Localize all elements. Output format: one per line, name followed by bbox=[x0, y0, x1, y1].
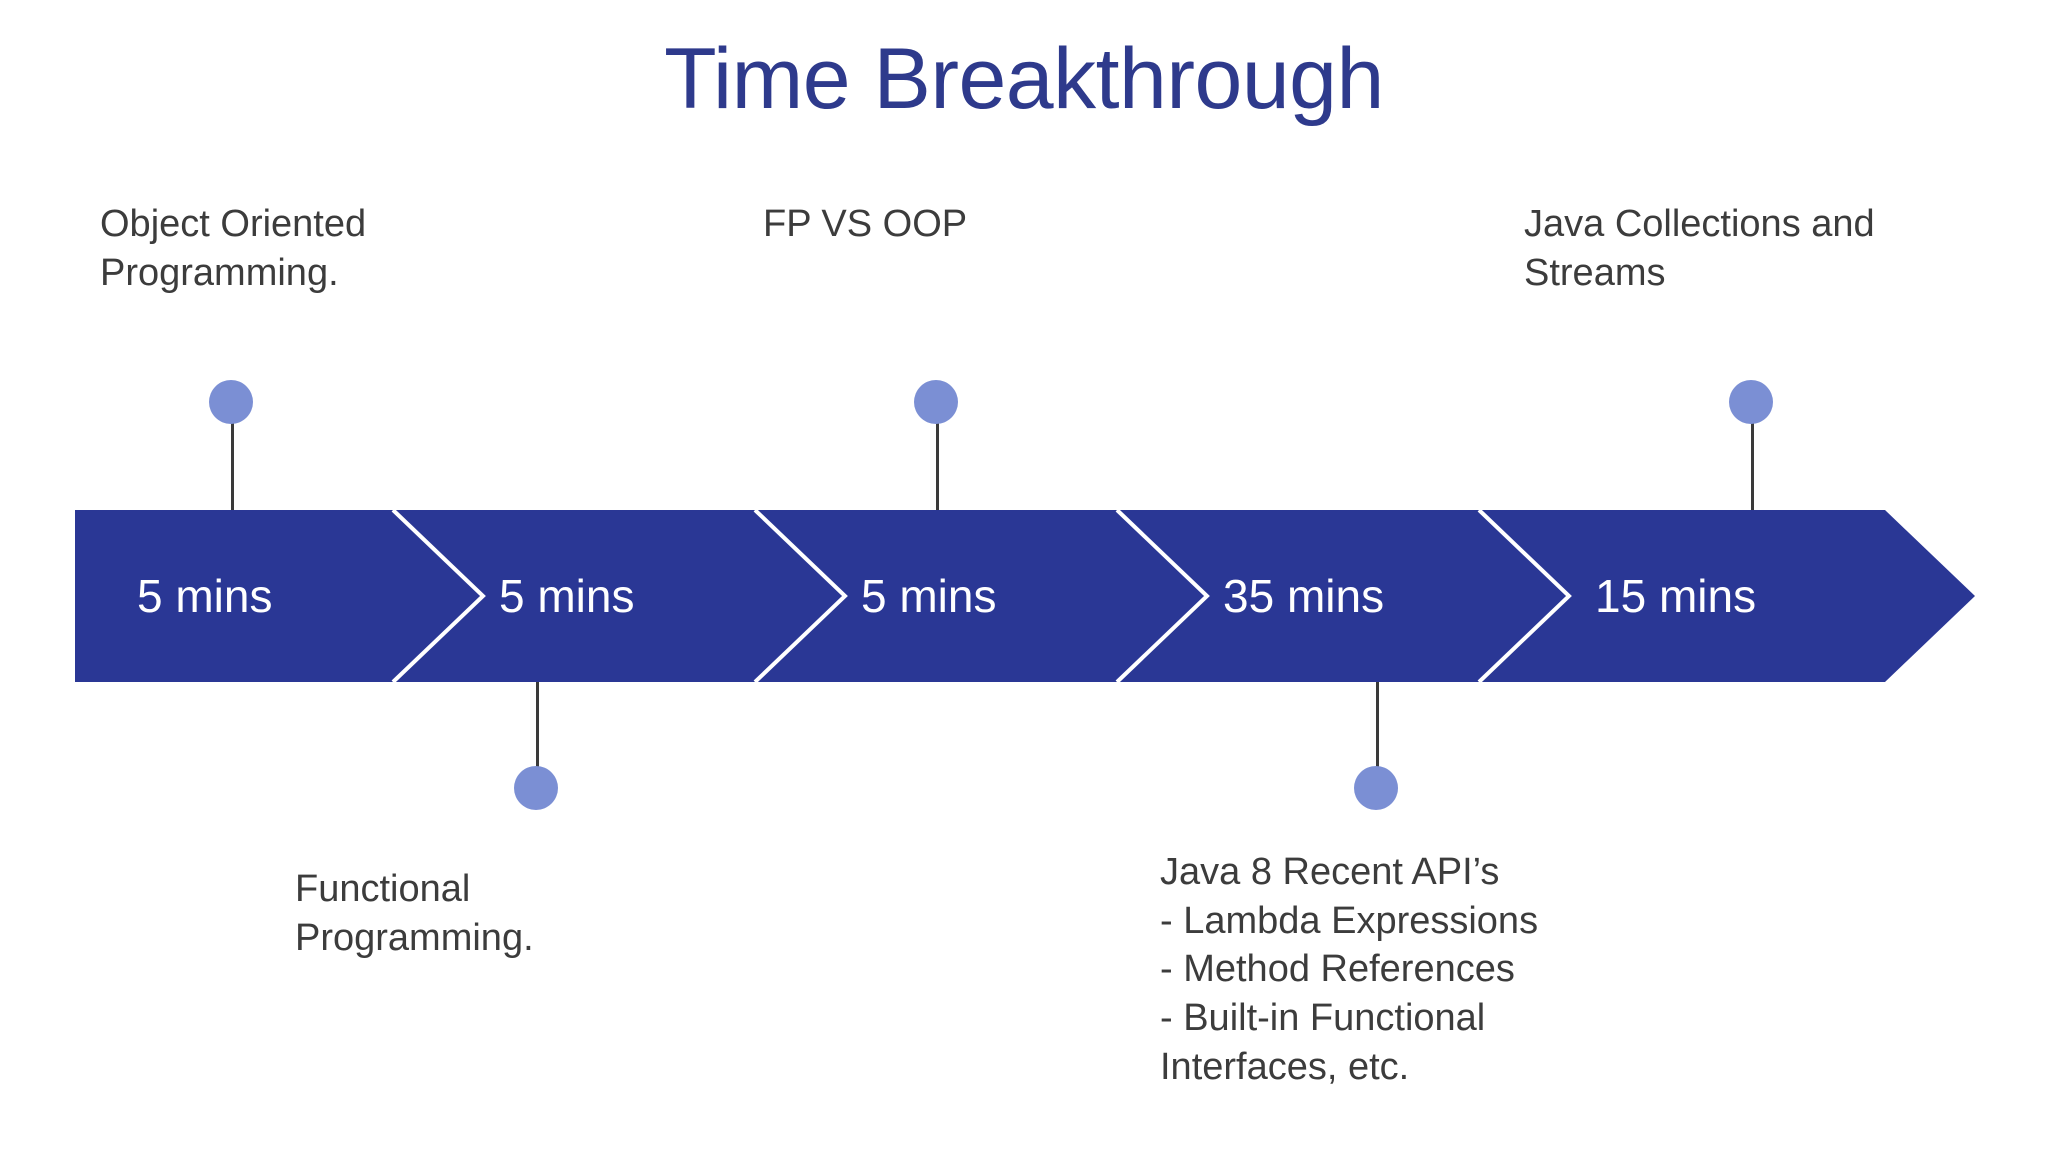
callout-below-2-dot[interactable] bbox=[1354, 766, 1398, 810]
callout-above-3-stem bbox=[1751, 404, 1754, 512]
callout-above-3-text: Java Collections and Streams bbox=[1524, 203, 1875, 294]
callout-below-2-item-2: - Method References bbox=[1160, 948, 1515, 991]
callout-below-2-heading: Java 8 Recent API’s bbox=[1160, 851, 1500, 893]
callout-below-2-item-4: Interfaces, etc. bbox=[1160, 1045, 1410, 1088]
process-bar-dividers bbox=[391, 508, 1572, 684]
callout-below-2-stem bbox=[1376, 682, 1379, 778]
callout-below-2-item-1: - Lambda Expressions bbox=[1160, 899, 1539, 942]
callout-above-2-text: FP VS OOP bbox=[763, 203, 968, 245]
callout-above-2-dot[interactable] bbox=[914, 380, 958, 424]
page-title: Time Breakthrough bbox=[664, 31, 1384, 127]
callout-below-1-stem bbox=[536, 682, 539, 778]
process-bar: 5 mins 5 mins 5 mins 35 mins 15 mins bbox=[75, 508, 1975, 684]
callout-above-1-stem bbox=[231, 404, 234, 512]
process-bar-body bbox=[75, 510, 1975, 682]
callout-above-2-stem bbox=[936, 404, 939, 512]
callout-above-3-dot[interactable] bbox=[1729, 380, 1773, 424]
callout-above-1-text: Object Oriented Programming. bbox=[100, 203, 367, 294]
callout-below-1-text: Functional Programming. bbox=[295, 868, 534, 959]
callout-below-2-item-3: - Built-in Functional bbox=[1160, 996, 1486, 1039]
callout-above-1-dot[interactable] bbox=[209, 380, 253, 424]
callout-below-2-list: Java 8 Recent API’s - Lambda Expressions… bbox=[1160, 848, 1800, 1091]
callout-below-1-dot[interactable] bbox=[514, 766, 558, 810]
